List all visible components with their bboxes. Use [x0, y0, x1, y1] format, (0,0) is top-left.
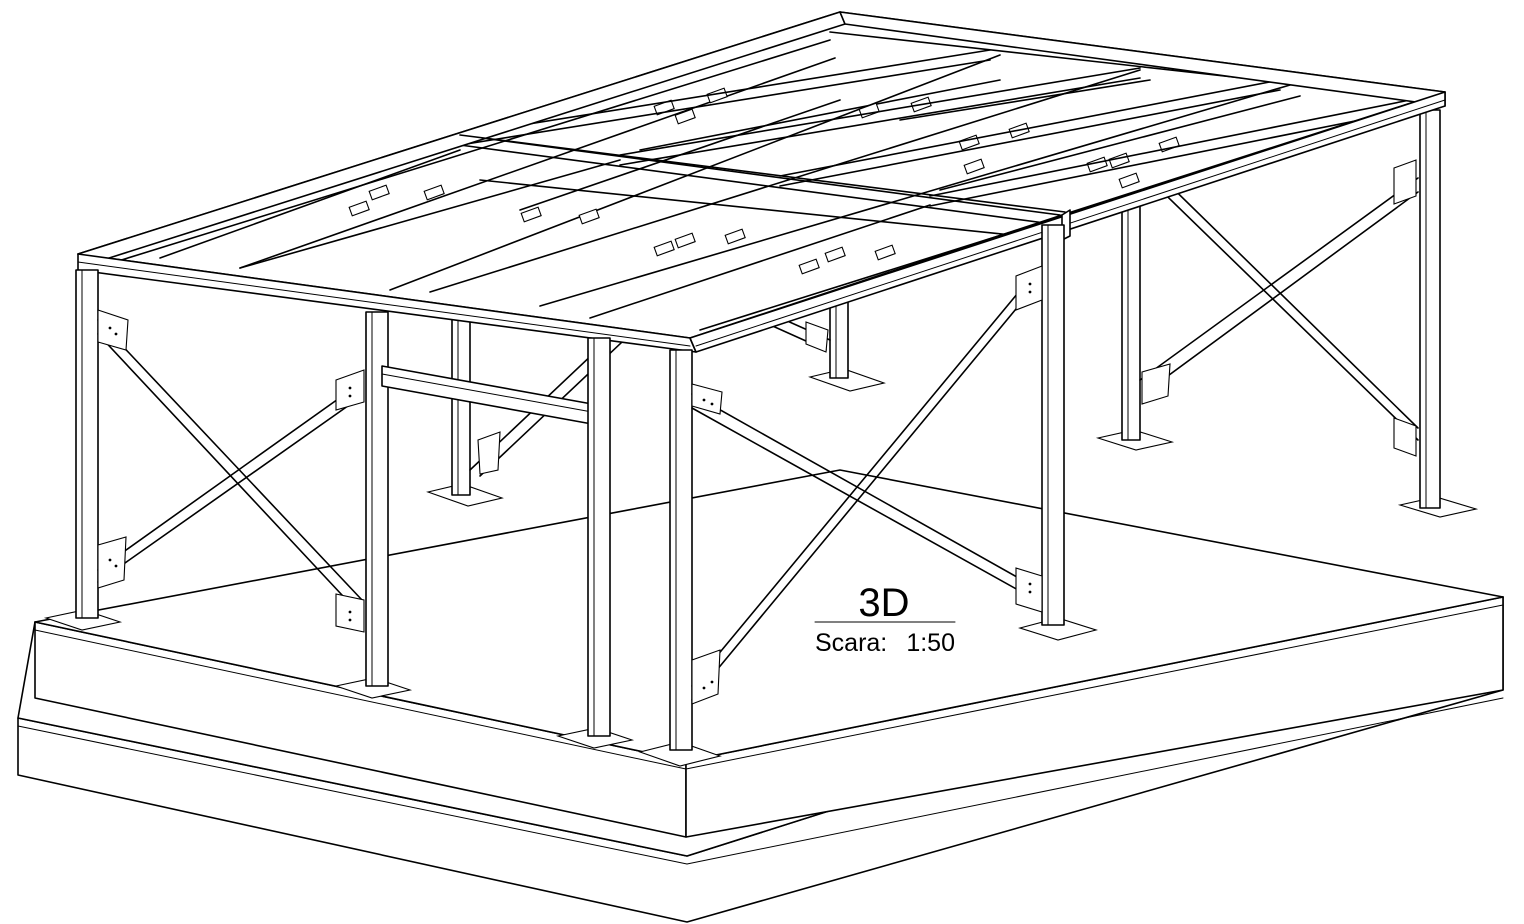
foundation-slab: [17, 469, 1504, 923]
middle-frame: [381, 337, 635, 749]
front-right-wall: [638, 224, 1098, 767]
front-left-wall: [43, 269, 413, 699]
roof-frame: [77, 11, 1446, 353]
view-title: 3D: [858, 581, 909, 625]
view-label: 3D Scara: 1:50: [814, 581, 956, 657]
roof-tie-rods: [114, 39, 1431, 331]
scale-value: 1:50: [906, 629, 955, 657]
right-side-wall: [1139, 109, 1479, 518]
scale-prefix: Scara:: [815, 629, 887, 657]
